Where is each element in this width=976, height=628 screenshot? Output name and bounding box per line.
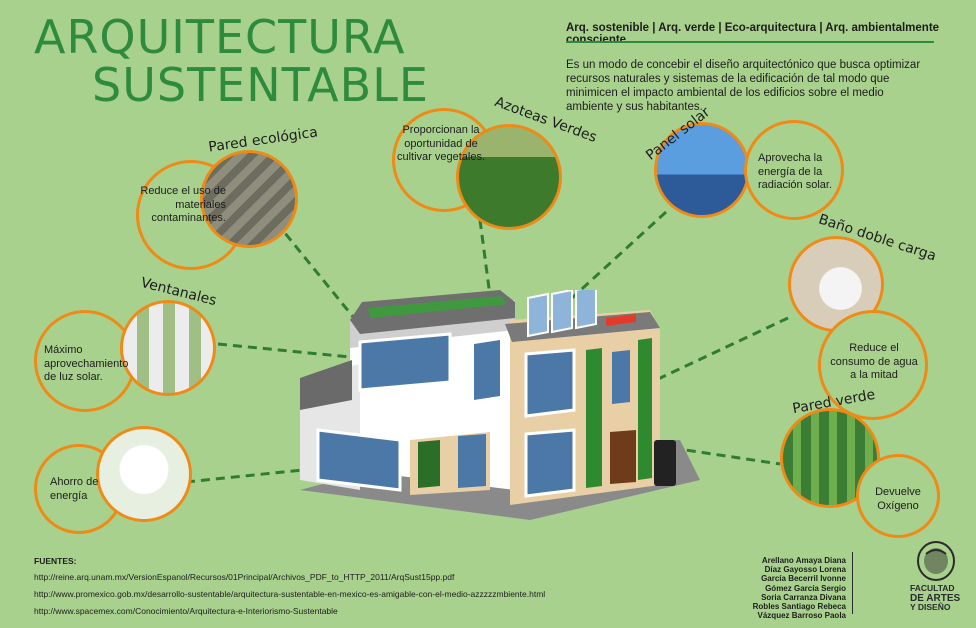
faculty-line-1: FACULTAD xyxy=(910,583,955,593)
faculty-line-2: DE ARTES xyxy=(910,592,961,604)
source-link-3[interactable]: http://www.spacemex.com/Conocimiento/Arq… xyxy=(34,606,338,616)
pared-verde-text: Devuelve Oxígeno xyxy=(875,486,921,512)
intro-paragraph: Es un modo de concebir el diseño arquite… xyxy=(566,59,921,113)
pared-ecologica-photo xyxy=(200,150,298,248)
synonyms-underline xyxy=(566,41,934,43)
synonyms-line: Arq. sostenible | Arq. verde | Eco-arqui… xyxy=(566,22,940,46)
connector-azoteas-verdes xyxy=(478,219,492,297)
author: García Becerril Ivonne xyxy=(761,574,846,584)
source-link-1[interactable]: http://reine.arq.unam.mx/VersionEspanol/… xyxy=(34,572,455,582)
pared-ecologica-text: Reduce el uso de materiales contaminante… xyxy=(140,185,226,224)
authors-list: Arellano Amaya Diana Díaz Gayosso Lorena… xyxy=(753,556,846,620)
connector-ventanales xyxy=(217,342,361,360)
ventanales-photo xyxy=(120,300,216,396)
sources-heading: FUENTES: xyxy=(34,556,77,566)
green-roof xyxy=(368,296,508,318)
pared-verde-text-circle xyxy=(856,454,940,538)
author: Robles Santiago Rebeca xyxy=(752,602,846,612)
unam-seal-icon xyxy=(917,541,955,581)
azoteas-text: Proporcionan la oportunidad de cultivar … xyxy=(396,124,486,163)
connector-panel-solar xyxy=(570,210,668,300)
author: Gómez García Sergio xyxy=(765,583,846,593)
house-illustration xyxy=(300,290,700,520)
bano-text-circle xyxy=(818,310,928,420)
author: Vázquez Barroso Paola xyxy=(757,611,846,621)
connector-pared-verde xyxy=(671,446,781,466)
faculty-name: FACULTAD DE ARTES Y DISEÑO xyxy=(910,583,961,613)
panel-solar-photo xyxy=(654,122,750,218)
title-line-2: SUSTENTABLE xyxy=(92,58,429,112)
authors-divider xyxy=(852,552,853,614)
ventanales-text: Máximo aprovechamiento de luz solar. xyxy=(44,344,129,383)
solar-panel-mark xyxy=(527,292,549,338)
connector-ahorro xyxy=(185,466,323,484)
water-tank xyxy=(654,440,676,486)
panel-solar-text: Aprovecha la energía de la radiación sol… xyxy=(758,152,832,191)
author: Díaz Gayosso Lorena xyxy=(764,565,846,575)
source-link-2[interactable]: http://www.promexico.gob.mx/desarrollo-s… xyxy=(34,589,546,599)
connector-pared-ecologica xyxy=(274,221,356,319)
faculty-line-3: Y DISEÑO xyxy=(910,602,951,612)
azoteas-photo xyxy=(456,124,562,230)
title-line-1: ARQUITECTURA xyxy=(34,10,406,64)
ahorro-text: Ahorro de energía xyxy=(50,476,99,502)
author: Soria Carranza Divana xyxy=(761,592,846,602)
author: Arellano Amaya Diana xyxy=(761,556,846,565)
connector-bano xyxy=(655,316,789,382)
ahorro-photo xyxy=(96,426,192,522)
panel-solar-text-circle xyxy=(744,120,844,220)
bano-text: Reduce el consumo de agua a la mitad xyxy=(830,342,918,381)
